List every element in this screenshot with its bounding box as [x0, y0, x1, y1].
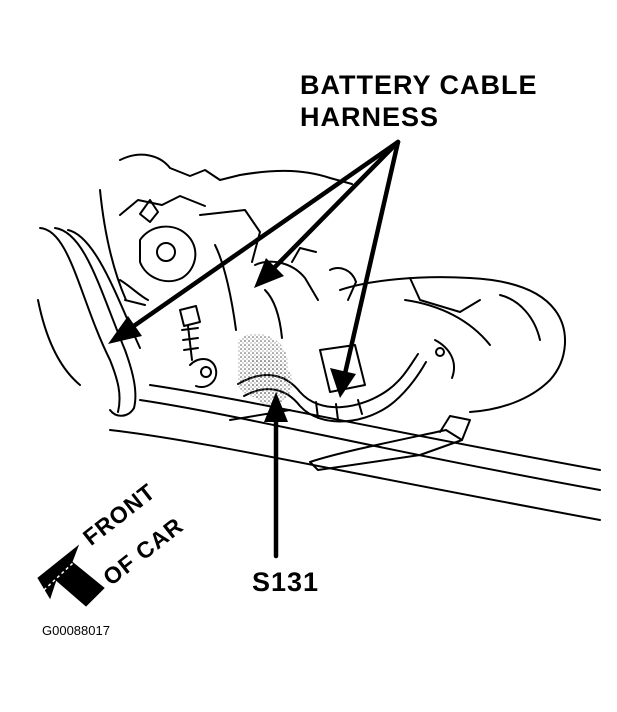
figure-id: G00088017: [42, 623, 110, 638]
harness-pointer-arrows: [108, 139, 401, 398]
splice-shading-lower: [248, 355, 293, 406]
s131-pointer-arrow: [264, 392, 288, 559]
engine-linework: [37, 153, 601, 521]
harness-label-line-1: BATTERY CABLE: [300, 70, 538, 100]
arrow-down-left-icon: [37, 544, 105, 607]
splice-label: S131: [252, 567, 320, 597]
harness-label-line-2: HARNESS: [300, 102, 440, 132]
